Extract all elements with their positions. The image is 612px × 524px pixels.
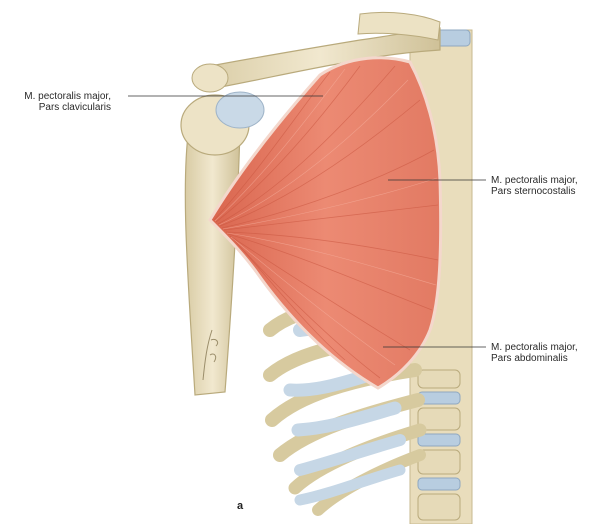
humerus (180, 91, 265, 396)
label-pars-sternocostalis: M. pectoralis major, Pars sternocostalis (491, 175, 578, 197)
label-pars-sternocostalis-line2: Pars sternocostalis (491, 186, 576, 197)
label-pars-abdominalis-line2: Pars abdominalis (491, 353, 568, 364)
label-pars-clavicularis-line2: Pars clavicularis (38, 102, 111, 113)
pectoralis-major-muscle (208, 56, 443, 390)
artist-signature (202, 329, 219, 381)
panel-letter: a (237, 500, 244, 512)
label-pars-sternocostalis-line1: M. pectoralis major, (491, 175, 578, 186)
label-pars-abdominalis: M. pectoralis major, Pars abdominalis (491, 342, 578, 364)
clavicle (191, 11, 441, 93)
leader-lines (128, 95, 486, 348)
label-pars-clavicularis: M. pectoralis major, Pars clavicularis (14, 91, 111, 113)
label-pars-clavicularis-line1: M. pectoralis major, (24, 91, 111, 102)
spine (409, 29, 473, 524)
label-pars-abdominalis-line1: M. pectoralis major, (491, 342, 578, 353)
